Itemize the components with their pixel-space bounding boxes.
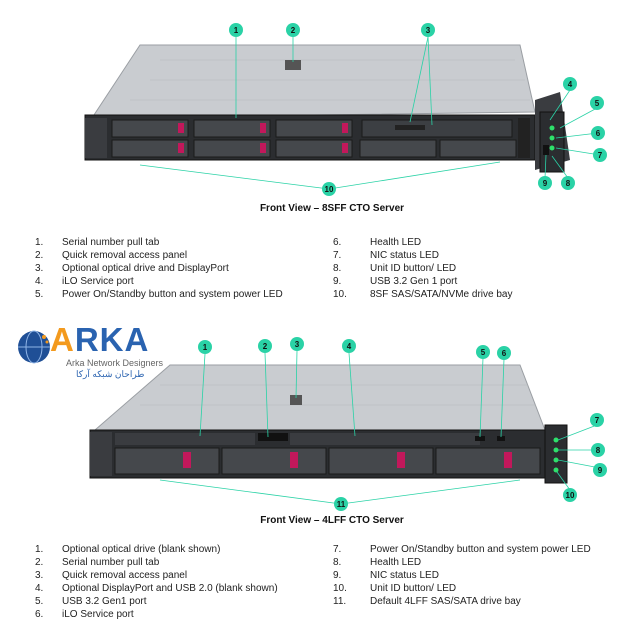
legend-list-4lff-col2: 7. Power On/Standby button and system pow… <box>333 543 591 608</box>
callout-1: 1 <box>198 340 212 354</box>
callout-3: 3 <box>421 23 435 37</box>
callout-5: 5 <box>590 96 604 110</box>
item-text: Optional DisplayPort and USB 2.0 (blank … <box>62 583 278 594</box>
item-number: 5. <box>35 289 44 300</box>
globe-icon <box>18 330 50 364</box>
callout-4: 4 <box>563 77 577 91</box>
callout-1: 1 <box>229 23 243 37</box>
callout-10: 10 <box>322 182 336 196</box>
item-text: Default 4LFF SAS/SATA drive bay <box>370 596 521 607</box>
item-text: Serial number pull tab <box>62 557 160 568</box>
item-text: NIC status LED <box>370 570 439 581</box>
logo-persian-tagline: طراحان شبکه آرکا <box>76 369 145 379</box>
item-number: 2. <box>35 250 44 261</box>
item-text: iLO Service port <box>62 609 134 620</box>
callout-4: 4 <box>342 339 356 353</box>
item-number: 9. <box>333 276 342 287</box>
sff-drive-bays <box>111 119 517 158</box>
legend-list-8sff-col2: 6. Health LED 7. NIC status LED 8. Unit ID … <box>333 236 512 301</box>
arka-logo: ARKA Arka Network Designers طراحان شبکه … <box>14 321 164 379</box>
item-text: Health LED <box>370 557 422 568</box>
item-text: 8SF SAS/SATA/NVMe drive bay <box>370 289 513 300</box>
item-number: 3. <box>35 263 44 274</box>
item-number: 10. <box>333 583 347 594</box>
item-number: 8. <box>333 557 342 568</box>
item-number: 10. <box>333 289 347 300</box>
item-text: Serial number pull tab <box>62 237 160 248</box>
callout-7: 7 <box>593 148 607 162</box>
item-text: USB 3.2 Gen1 port <box>62 596 147 607</box>
item-number: 4. <box>35 583 44 594</box>
figure-title-4lff: Front View – 4LFF CTO Server <box>260 515 404 526</box>
item-number: 7. <box>333 250 342 261</box>
item-number: 4. <box>35 276 44 287</box>
legend-list-4lff-col1: 1. Optional optical drive (blank shown) 2… <box>35 543 278 621</box>
item-text: Optional optical drive and DisplayPort <box>62 263 229 274</box>
item-text: iLO Service port <box>62 276 134 287</box>
lff-drive-bays <box>114 447 541 475</box>
item-text: Power On/Standby button and system power… <box>62 289 283 300</box>
callout-2: 2 <box>258 339 272 353</box>
item-text: Health LED <box>370 237 422 248</box>
item-number: 2. <box>35 557 44 568</box>
item-text: USB 3.2 Gen 1 port <box>370 276 458 287</box>
callout-8: 8 <box>591 443 605 457</box>
optical-drive <box>361 119 513 138</box>
callout-3: 3 <box>290 337 304 351</box>
item-number: 3. <box>35 570 44 581</box>
legend-list-8sff-col1: 1. Serial number pull tab 2. Quick removal… <box>35 236 283 301</box>
item-number: 5. <box>35 596 44 607</box>
server-8sff-illustration <box>84 36 601 190</box>
item-text: Power On/Standby button and system power… <box>370 544 591 555</box>
item-number: 9. <box>333 570 342 581</box>
item-number: 11. <box>333 596 347 607</box>
callout-9: 9 <box>593 463 607 477</box>
item-text: Unit ID button/ LED <box>370 263 457 274</box>
callout-11: 11 <box>334 497 348 511</box>
item-text: NIC status LED <box>370 250 439 261</box>
item-number: 6. <box>35 609 44 620</box>
callout-8: 8 <box>561 176 575 190</box>
item-number: 1. <box>35 544 44 555</box>
callout-9: 9 <box>538 176 552 190</box>
logo-tagline: Arka Network Designers <box>66 358 164 368</box>
callout-5: 5 <box>476 345 490 359</box>
callout-6: 6 <box>497 346 511 360</box>
callout-7: 7 <box>590 413 604 427</box>
callout-2: 2 <box>286 23 300 37</box>
item-text: Optional optical drive (blank shown) <box>62 544 221 555</box>
callout-10: 10 <box>563 488 577 502</box>
item-number: 6. <box>333 237 342 248</box>
item-number: 7. <box>333 544 342 555</box>
item-text: Quick removal access panel <box>62 250 188 261</box>
item-text: Unit ID button/ LED <box>370 583 457 594</box>
item-number: 1. <box>35 237 44 248</box>
item-number: 8. <box>333 263 342 274</box>
callout-6: 6 <box>591 126 605 140</box>
access-panel-latch <box>285 60 301 70</box>
figure-title-8sff: Front View – 8SFF CTO Server <box>259 203 405 214</box>
item-text: Quick removal access panel <box>62 570 188 581</box>
